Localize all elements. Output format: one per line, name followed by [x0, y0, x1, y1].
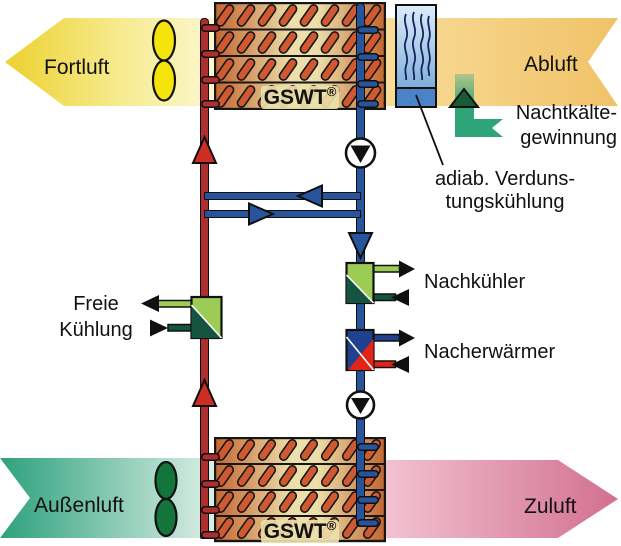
cold-water-pipe: [356, 3, 365, 527]
aussenluft-label: Außenluft: [34, 494, 124, 517]
afterheater-out-arrow: [399, 329, 415, 347]
bypass-pipe-upper: [204, 192, 361, 200]
bypass-pipe-lower: [204, 210, 361, 218]
fortluft-label: Fortluft: [44, 56, 110, 79]
zuluft-label: Zuluft: [524, 495, 577, 518]
aussenluft-air-band: [0, 458, 216, 538]
warm-water-pipe: [200, 18, 209, 539]
water-waves-icon: [403, 11, 431, 81]
supply-fan-icon: [154, 461, 178, 537]
gswt-top-label: GSWT®: [230, 84, 370, 110]
free-cooling-symbol: [141, 295, 223, 340]
abluft-label: Abluft: [524, 53, 578, 76]
adiabatic-cooling-label: adiab. Verduns-tungskühlung: [434, 168, 576, 213]
humidifier-water-sump: [397, 87, 435, 106]
adiabatic-humidifier: [395, 4, 437, 108]
aftercooler-label: Nachkühler: [424, 271, 526, 293]
aftercooler-in-arrow: [391, 289, 409, 306]
night-cooling-arrow-tail: [455, 119, 503, 137]
afterheater-label: Nacherwärmer: [424, 341, 556, 363]
aftercooler-out-arrow: [399, 260, 415, 278]
gswt-bottom-label: GSWT®: [230, 518, 370, 544]
afterheater-in-arrow: [391, 356, 409, 373]
zuluft-air-band: [386, 460, 618, 538]
exhaust-fan-icon: [151, 19, 177, 102]
free-cooling-in-arrow: [150, 319, 168, 337]
night-cooling-label: Nachtkälte-gewinnung: [515, 102, 617, 149]
